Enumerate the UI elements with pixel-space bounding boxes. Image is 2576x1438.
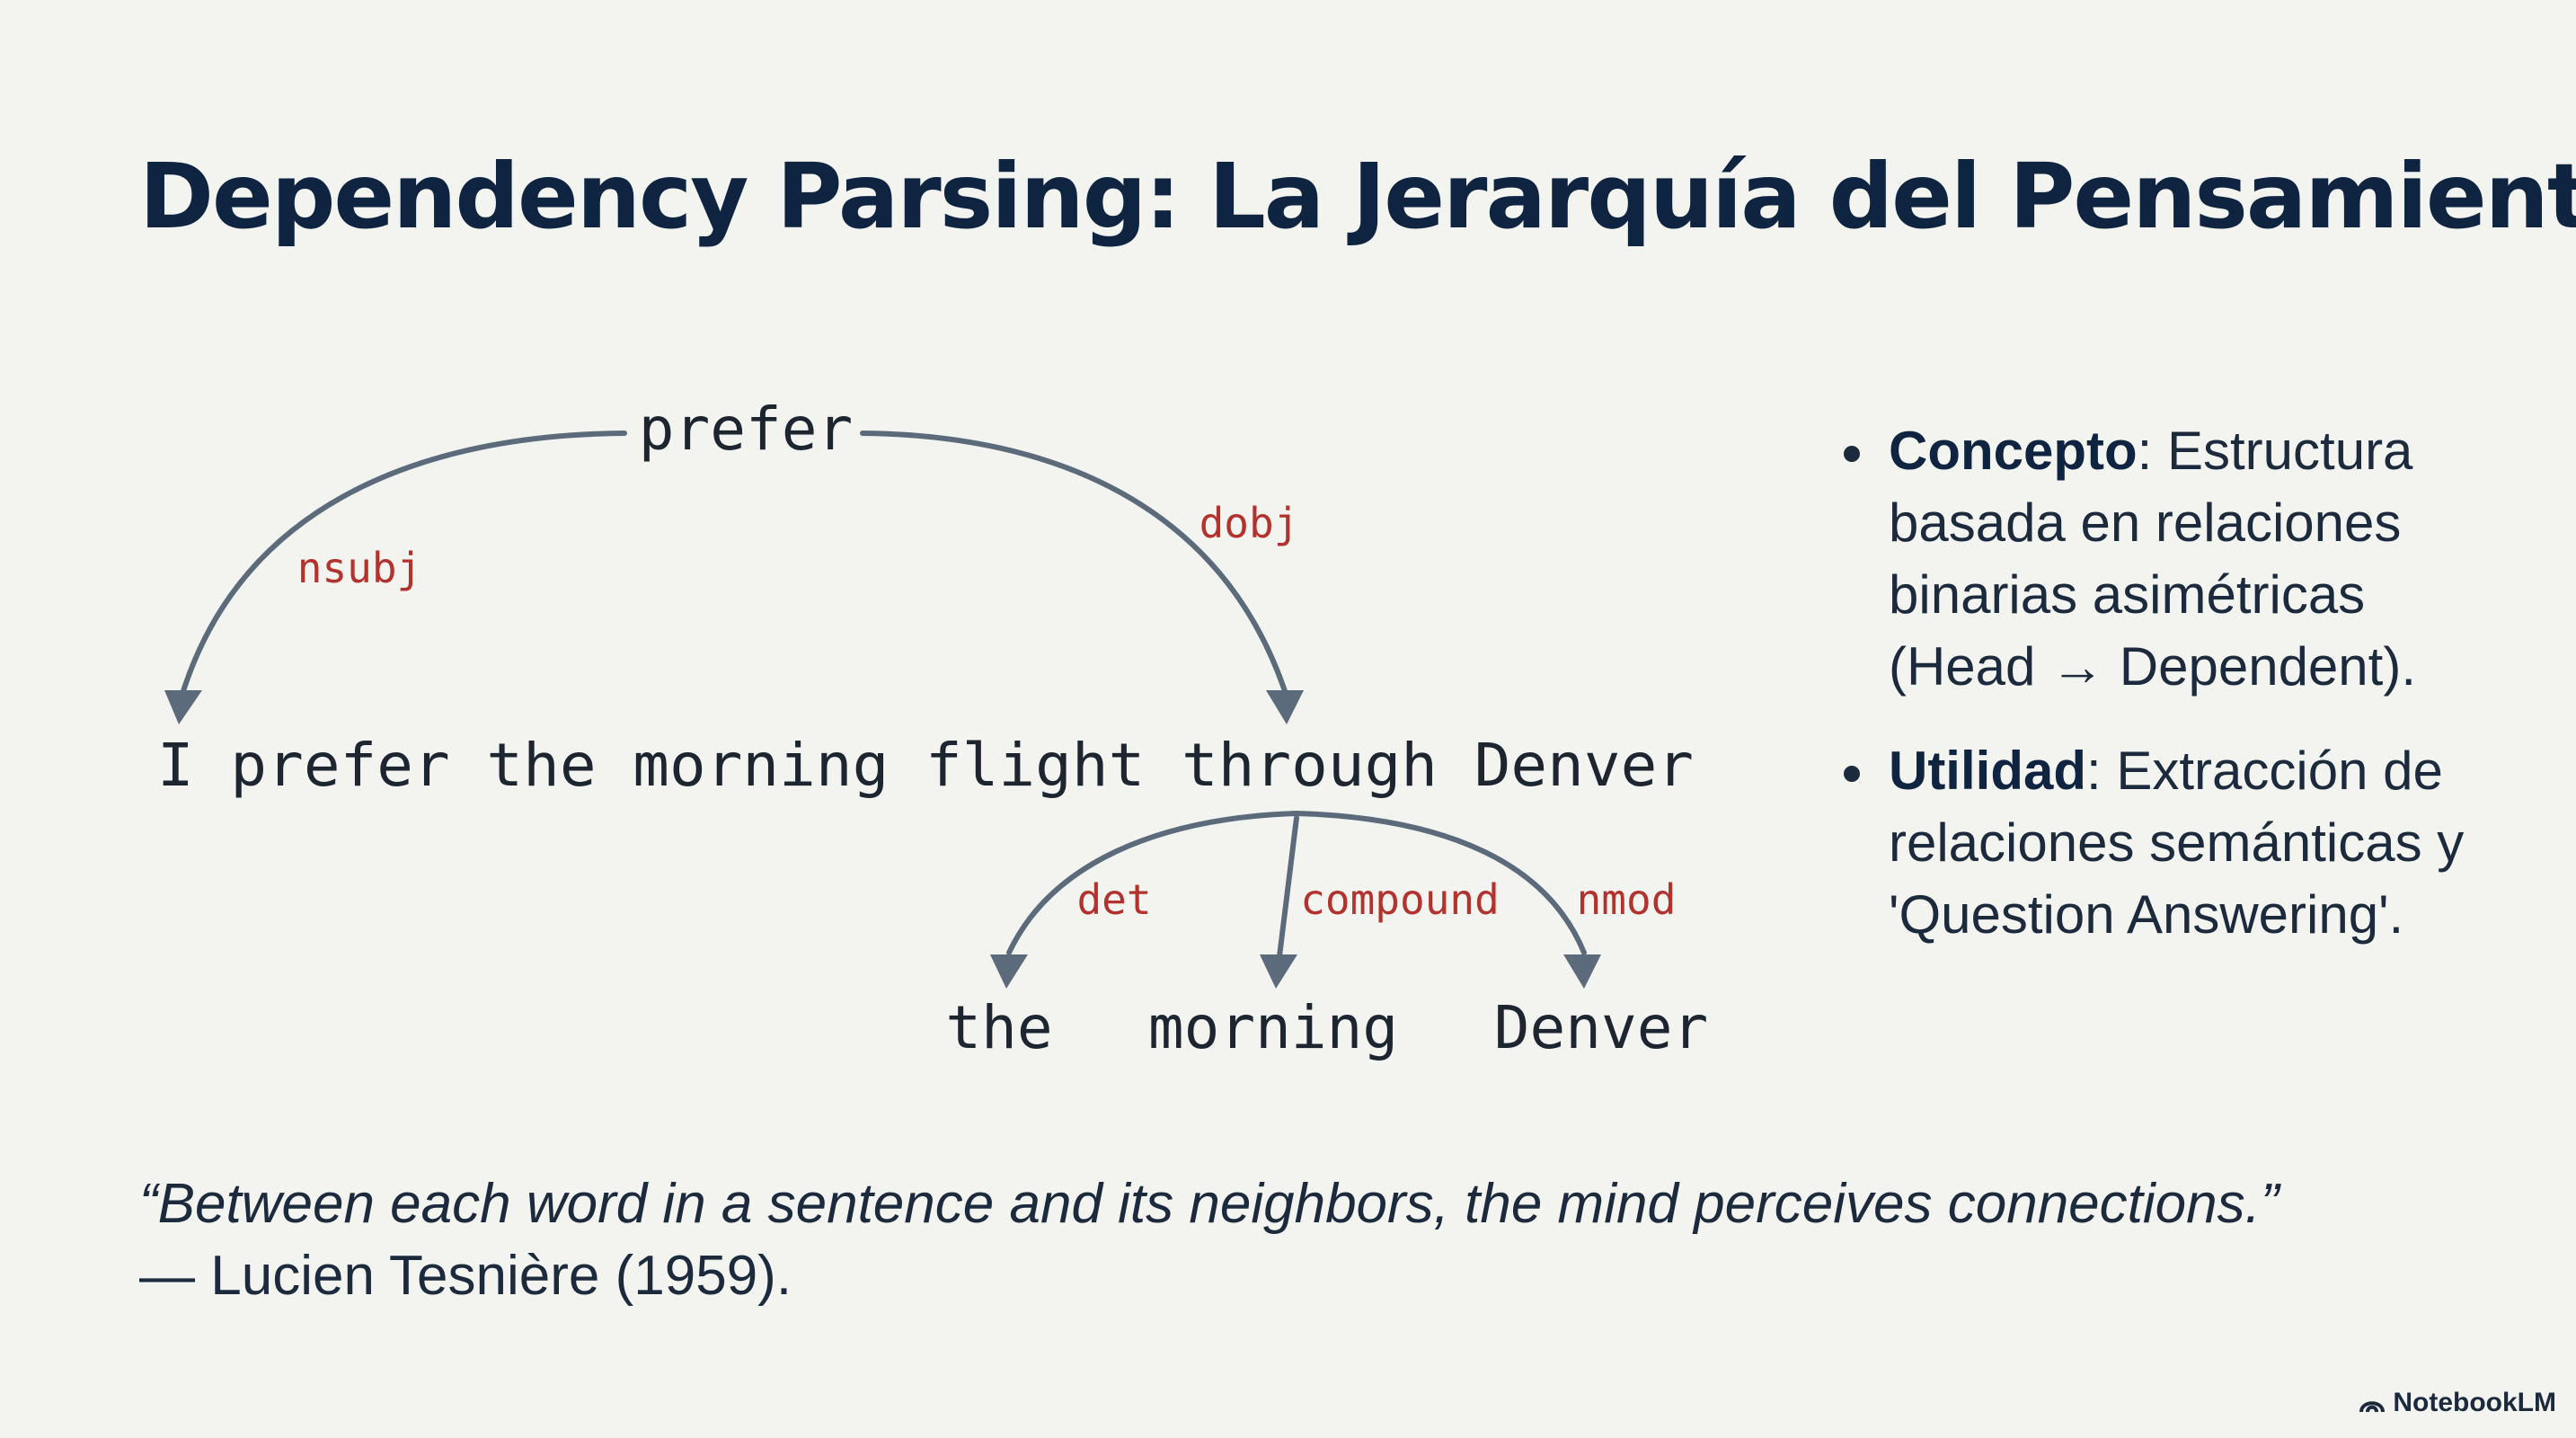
bullet-text: : Extracción de relaciones semánticas y … (1889, 741, 2465, 945)
bullet-list: Concepto: Estructura basada en relacione… (1842, 415, 2489, 983)
dobj-arrowhead (1266, 690, 1304, 724)
root-word: prefer (639, 395, 853, 464)
dobj-arc (860, 431, 1288, 697)
nmod-label: nmod (1577, 875, 1677, 924)
root-word-backdrop (627, 395, 864, 464)
compound-arrowhead (1260, 954, 1297, 989)
det-arc (1006, 811, 1299, 955)
quote-attribution: — Lucien Tesnière (1959). (139, 1245, 792, 1307)
dobj-label: dobj (1199, 499, 1299, 547)
nsubj-arc (180, 431, 627, 697)
bullet-text: : Estructura basada en relaciones binari… (1889, 421, 2416, 697)
brand-mark: NotebookLM (2359, 1388, 2556, 1418)
nsubj-arrowhead (164, 690, 202, 724)
bullet-term: Utilidad (1889, 741, 2086, 801)
bullet-term: Concepto (1889, 421, 2138, 481)
det-label: det (1076, 875, 1151, 924)
nmod-arc (1294, 811, 1587, 955)
sentence-text: I prefer the morning flight through Denv… (157, 731, 1694, 800)
child-word-denver: Denver (1494, 993, 1708, 1062)
quote-text: “Between each word in a sentence and its… (139, 1173, 2279, 1235)
quote-block: “Between each word in a sentence and its… (139, 1168, 2520, 1312)
compound-label: compound (1300, 875, 1500, 924)
child-word-the: the (945, 993, 1052, 1062)
compound-arc (1277, 815, 1299, 959)
nsubj-label: nsubj (297, 544, 421, 592)
page-title: Dependency Parsing: La Jerarquía del Pen… (139, 144, 2576, 249)
child-word-morning: morning (1148, 993, 1398, 1062)
det-arrowhead (990, 954, 1028, 989)
brand-name: NotebookLM (2393, 1388, 2556, 1417)
notebooklm-logo-icon (2359, 1401, 2386, 1413)
nmod-arrowhead (1563, 954, 1601, 989)
bullet-utilidad: Utilidad: Extracción de relaciones semán… (1842, 735, 2489, 951)
bullet-concepto: Concepto: Estructura basada en relacione… (1842, 415, 2489, 703)
